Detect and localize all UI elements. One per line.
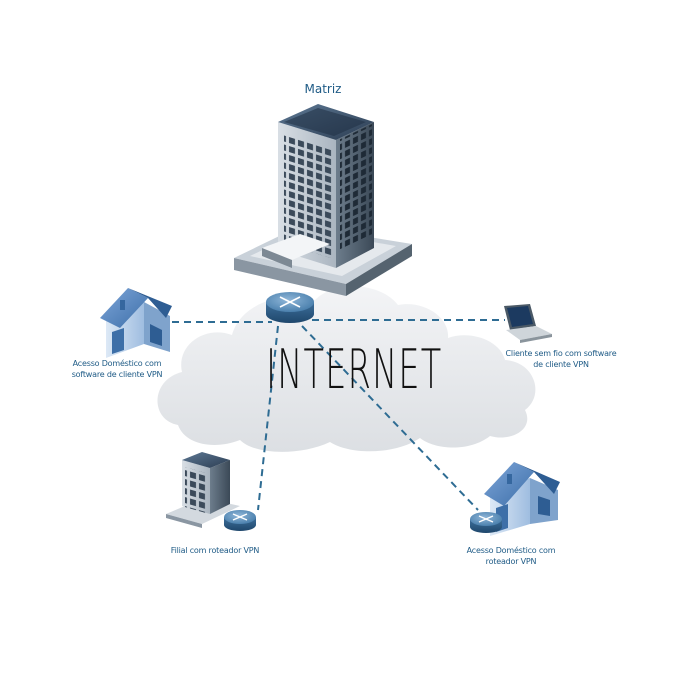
links: [172, 319, 505, 511]
laptop-icon: [504, 304, 552, 343]
node-label-line: Filial com roteador VPN: [170, 546, 260, 555]
node-label-wireless-client: Cliente sem fio com software de cliente …: [496, 348, 626, 370]
node-label-branch-router: Filial com roteador VPN: [150, 545, 280, 556]
branch-building-icon: [166, 452, 240, 528]
internet-label: INTERNET: [266, 338, 443, 401]
node-label-line: Acesso Doméstico com: [466, 546, 556, 555]
node-label-line: Cliente sem fio com software: [505, 349, 617, 358]
node-label-line: Acesso Doméstico com: [72, 359, 162, 368]
link-branch-router: [257, 325, 279, 511]
headquarters-label: Matriz: [304, 82, 342, 96]
node-label-line: de cliente VPN: [533, 360, 589, 369]
link-home-vpn-router: [301, 325, 479, 511]
home-router-icon: [470, 512, 502, 533]
home-router-house-icon: [484, 462, 560, 536]
node-label-line: software de cliente VPN: [71, 370, 163, 379]
hq-router-icon: [266, 292, 314, 323]
node-label-home-vpn-software: Acesso Doméstico com software de cliente…: [52, 358, 182, 380]
node-label-line: roteador VPN: [485, 557, 537, 566]
internet-cloud: [157, 286, 536, 452]
headquarters-building-icon: [234, 104, 412, 296]
node-label-home-vpn-router: Acesso Doméstico com roteador VPN: [446, 545, 576, 567]
branch-router-icon: [224, 510, 256, 531]
home-house-icon: [100, 288, 172, 358]
